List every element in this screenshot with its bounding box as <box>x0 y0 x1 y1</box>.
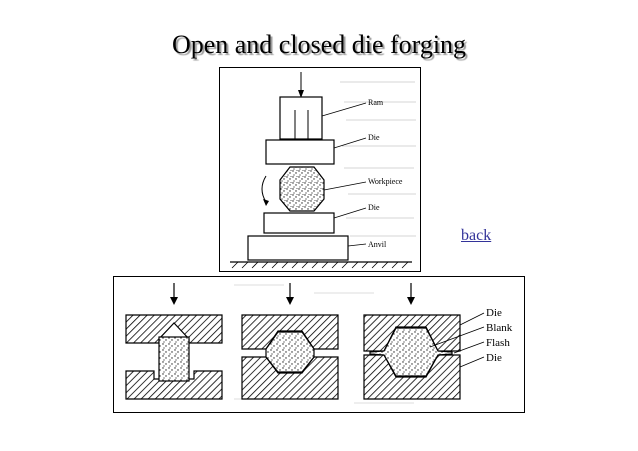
upper-die-shape <box>265 139 335 165</box>
background-texture <box>340 81 416 237</box>
stage-1-dies <box>125 314 223 400</box>
ram-arrow-icon <box>298 72 304 98</box>
workpiece-shape <box>279 166 325 212</box>
die-lower-label: Die <box>486 352 502 364</box>
closed-die-forging-figure: Die Blank Flash Die <box>113 276 525 413</box>
arrow-stage-3-icon <box>407 283 415 305</box>
open-die-forging-figure: Ram Die Workpiece Die Anvil <box>219 67 421 272</box>
stage-3-dies <box>363 314 461 400</box>
back-link[interactable]: back <box>461 227 492 244</box>
lower-die-shape <box>263 212 335 234</box>
anvil-shape <box>247 235 349 261</box>
lower-die-label: Die <box>368 203 380 212</box>
upper-die-label: Die <box>368 133 380 142</box>
anvil-label: Anvil <box>368 240 387 249</box>
flash-label: Flash <box>486 337 510 349</box>
leader-lines <box>429 312 485 368</box>
closed-die-diagram: Die Blank Flash Die <box>125 283 513 404</box>
blank-label: Blank <box>486 322 513 334</box>
stage-2-dies <box>241 314 339 400</box>
curved-arrow-icon <box>261 175 269 206</box>
leader-lines <box>321 102 367 247</box>
page-title: Open and closed die forging <box>171 30 467 59</box>
die-upper-label: Die <box>486 307 502 319</box>
arrow-stage-2-icon <box>286 283 294 305</box>
arrow-stage-1-icon <box>170 283 178 305</box>
workpiece-label: Workpiece <box>368 177 403 186</box>
ram-shape <box>279 96 323 140</box>
ram-label: Ram <box>368 98 384 107</box>
ground-hatch <box>231 261 409 269</box>
open-die-diagram: Ram Die Workpiece Die Anvil <box>230 72 416 269</box>
